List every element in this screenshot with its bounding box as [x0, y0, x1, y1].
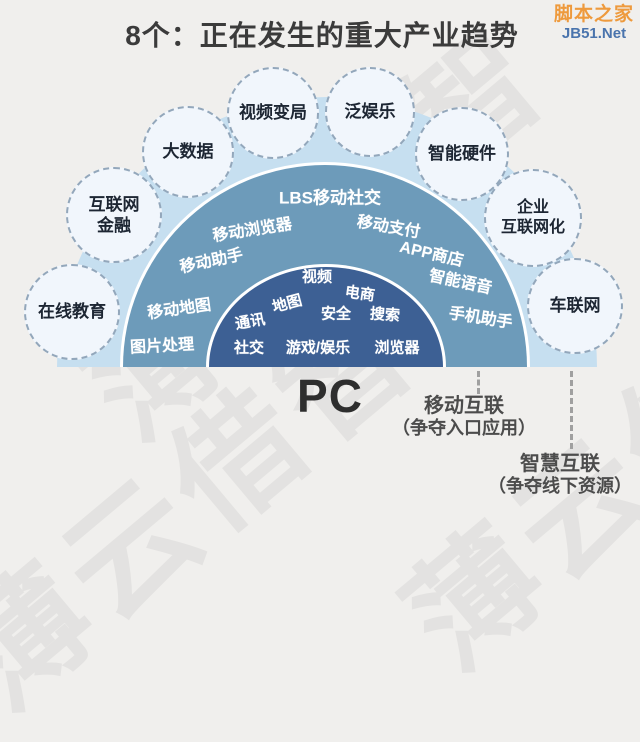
bubble-connected-car: 车联网 — [527, 258, 623, 354]
site-logo-name: 脚本之家 — [553, 4, 634, 25]
mobile-internet-legend: 移动互联 （争夺入口应用） — [392, 394, 536, 440]
label-games: 游戏/娱乐 — [285, 339, 351, 357]
bubble-big-data: 大数据 — [142, 106, 234, 198]
pc-label: PC — [297, 370, 363, 422]
label-video: 视频 — [301, 268, 333, 286]
smart-internet-legend: 智慧互联 （争夺线下资源） — [488, 452, 632, 498]
label-photo-editing: 图片处理 — [129, 336, 195, 357]
mobile-internet-label: 移动互联 — [424, 395, 504, 417]
smart-internet-sub: （争夺线下资源） — [488, 476, 632, 496]
page-title: 8个：正在发生的重大产业趋势 — [125, 20, 519, 51]
site-logo-url: JB51.Net — [561, 24, 627, 42]
smart-internet-label: 智慧互联 — [520, 453, 600, 475]
site-logo: 脚本之家 JB51.Net — [553, 4, 634, 42]
bubble-smart-hardware: 智能硬件 — [415, 107, 509, 201]
label-browser: 浏览器 — [374, 339, 420, 357]
bubble-pan-entertainment: 泛娱乐 — [325, 67, 415, 157]
bubble-internet-finance: 互联网 金融 — [66, 167, 162, 263]
label-security: 安全 — [320, 305, 352, 323]
label-search: 搜索 — [369, 305, 401, 325]
dashed-connector-mobile — [477, 371, 480, 394]
dashed-connector-smart — [570, 371, 573, 449]
mobile-internet-sub: （争夺入口应用） — [392, 418, 536, 438]
bubble-online-education: 在线教育 — [24, 264, 120, 360]
bubble-enterprise-internet: 企业 互联网化 — [484, 169, 582, 267]
bubble-video-shift: 视频变局 — [227, 67, 319, 159]
label-social: 社交 — [233, 339, 265, 357]
label-lbs-mobile-social: LBS移动社交 — [279, 188, 381, 208]
